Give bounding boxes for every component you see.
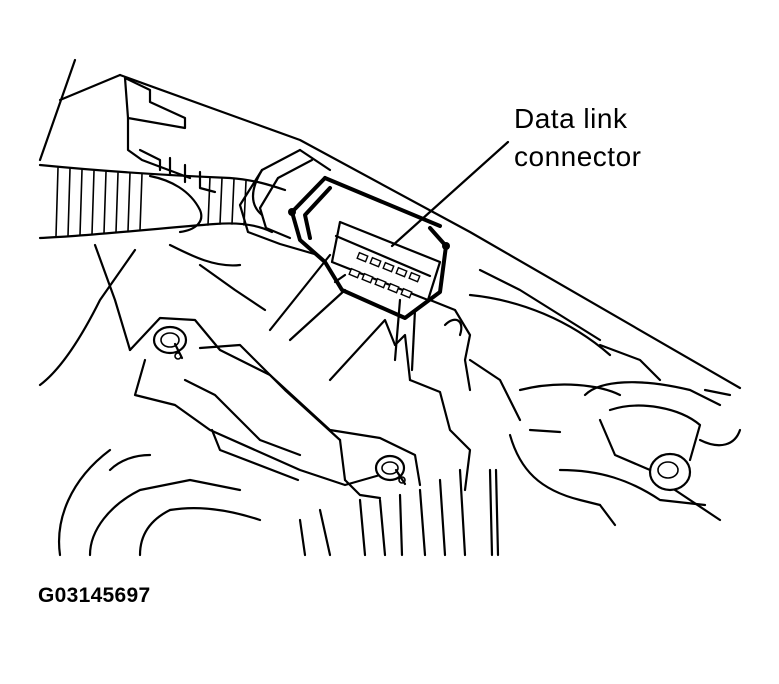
figure-id: G03145697 bbox=[38, 584, 151, 607]
corrugated-wiring-harness bbox=[38, 163, 287, 240]
dash-panel-edge bbox=[38, 58, 742, 390]
callout-line-2: connector bbox=[514, 141, 642, 172]
mounting-bolt-left bbox=[152, 325, 188, 360]
upper-left-bracket bbox=[123, 76, 217, 194]
callout-leader-line bbox=[390, 140, 510, 248]
steering-column-structure bbox=[268, 253, 522, 492]
right-side-components bbox=[468, 268, 742, 527]
callout-line-1: Data link bbox=[514, 103, 628, 134]
data-link-connector-label: Data link connector bbox=[514, 100, 641, 176]
mounting-bolt-right bbox=[374, 454, 407, 486]
data-link-connector bbox=[288, 176, 450, 320]
lower-shafts bbox=[298, 468, 500, 557]
left-lower-contours bbox=[38, 243, 267, 557]
lower-support-bracket bbox=[128, 316, 422, 500]
connector-mount-bracket bbox=[238, 148, 332, 257]
